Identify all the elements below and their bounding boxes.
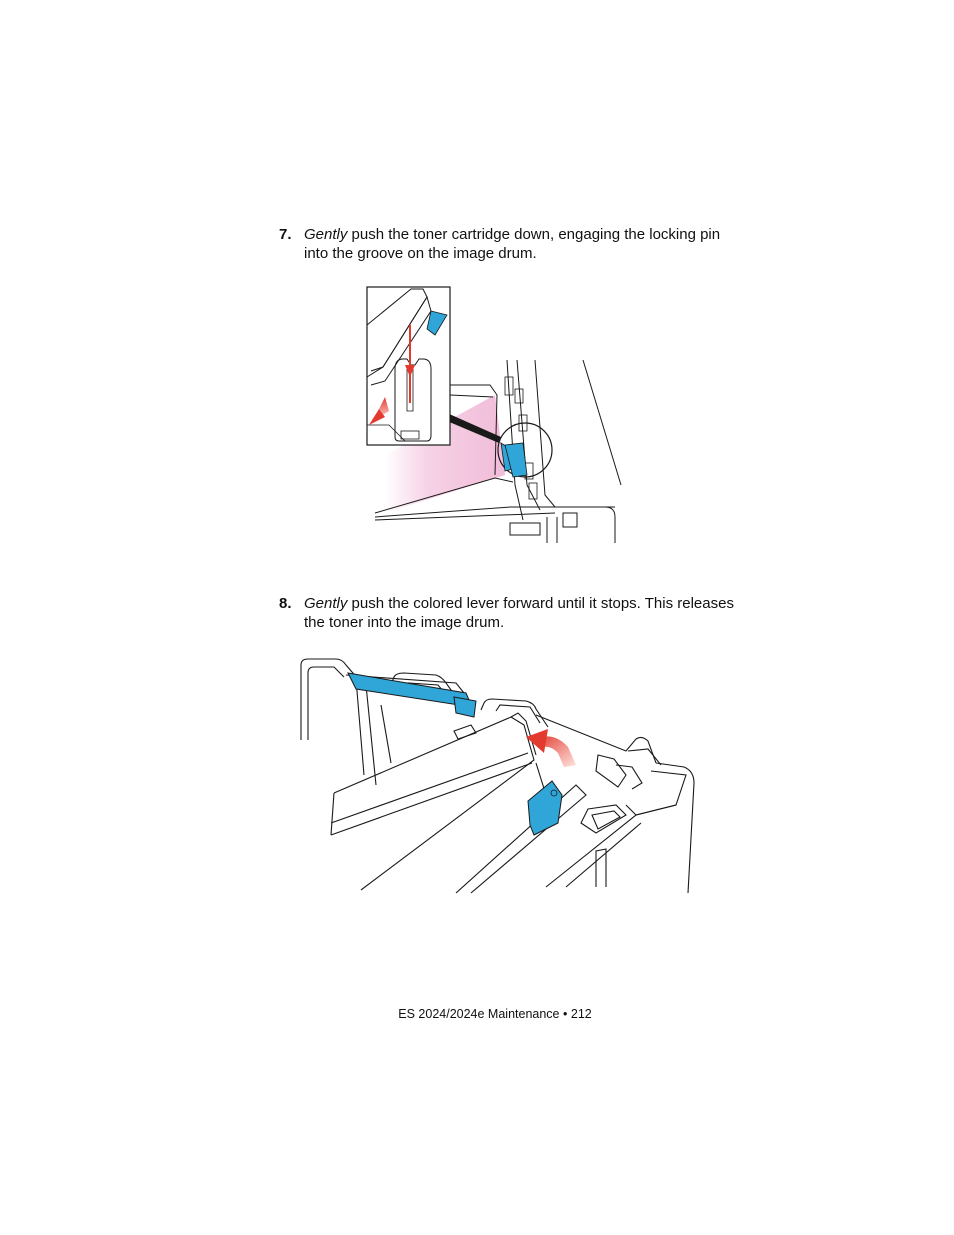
step-text: Gently push the toner cartridge down, en… (304, 225, 744, 263)
step-body: push the colored lever forward until it … (304, 595, 734, 631)
step-number: 8. (279, 595, 292, 612)
toner-cartridge-locking-illustration (366, 286, 622, 543)
footer-bullet: • (563, 1007, 568, 1021)
page-footer: ES 2024/2024e Maintenance • 212 (0, 1007, 954, 1021)
colored-lever-illustration (300, 658, 695, 894)
page-number: 212 (570, 1007, 592, 1021)
step-emphasis: Gently (304, 595, 348, 612)
step-emphasis: Gently (304, 226, 348, 243)
step-text: Gently push the colored lever forward un… (304, 594, 744, 632)
step-number: 7. (279, 226, 292, 243)
step-body: push the toner cartridge down, engaging … (304, 226, 721, 262)
footer-label: ES 2024/2024e Maintenance (398, 1007, 560, 1021)
